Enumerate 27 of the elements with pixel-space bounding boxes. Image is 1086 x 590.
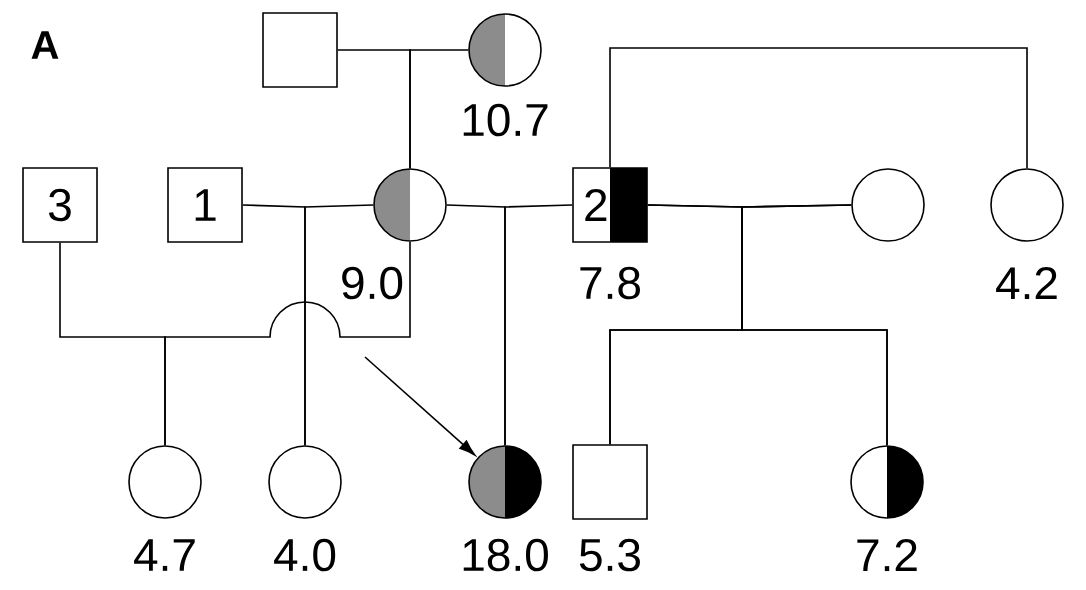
circle-symbol <box>851 168 925 242</box>
value-label: 10.7 <box>463 103 548 137</box>
circle-symbol <box>468 445 542 519</box>
value-label: 5.3 <box>579 538 640 572</box>
value-label: 7.8 <box>580 266 640 300</box>
square-symbol <box>262 12 338 88</box>
circle-symbol <box>373 168 447 242</box>
pedigree-line <box>504 204 573 446</box>
circle-symbol <box>468 13 542 87</box>
value-label: 7.2 <box>857 538 917 572</box>
circle-symbol <box>990 168 1064 242</box>
pedigree-line <box>609 47 1028 169</box>
pedigree-line <box>741 204 888 446</box>
pedigree-line <box>164 241 411 446</box>
value-label: 4.0 <box>274 538 336 572</box>
circle-symbol <box>268 445 342 519</box>
value-label: 4.7 <box>134 539 195 571</box>
pedigree-line <box>409 49 469 169</box>
panel-letter: A <box>31 31 59 59</box>
arrow <box>364 356 476 456</box>
value-label: 18.0 <box>463 538 548 572</box>
circle-symbol <box>128 445 202 519</box>
pedigree-line <box>304 204 374 446</box>
value-label: 4.2 <box>996 266 1057 300</box>
value-label: 9.0 <box>342 266 403 300</box>
square-symbol <box>572 444 648 520</box>
circle-symbol <box>850 445 924 519</box>
